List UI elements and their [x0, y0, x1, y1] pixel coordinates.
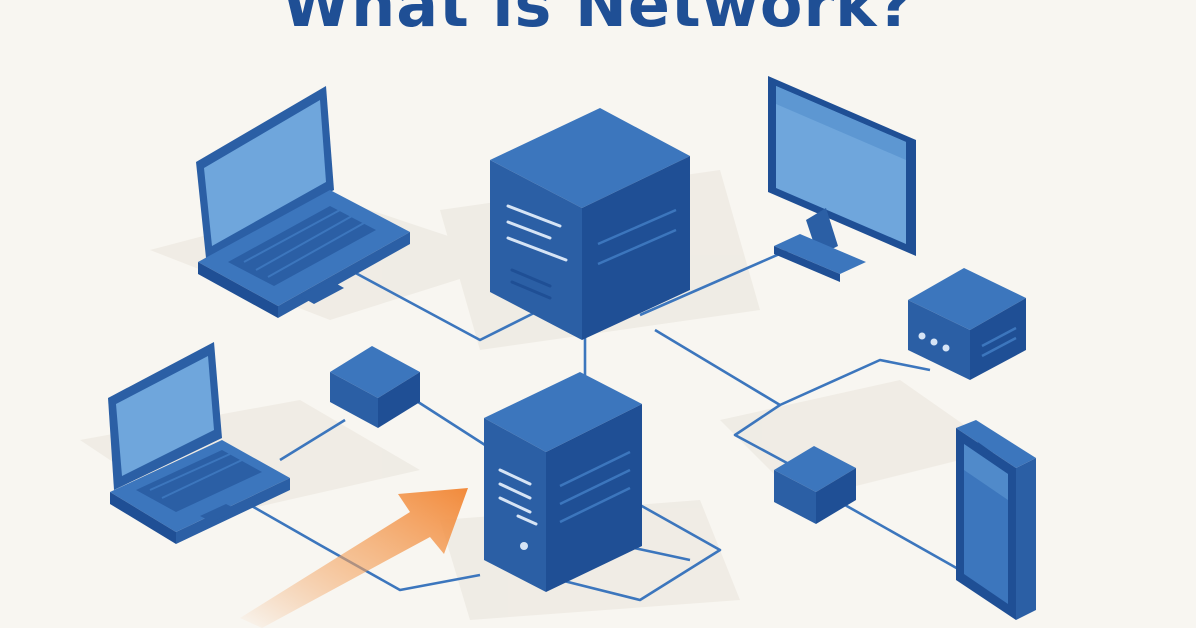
- arrow-icon: [240, 488, 468, 628]
- smartphone-bottom-right-icon: [956, 420, 1036, 620]
- hub-left-icon: [330, 346, 420, 428]
- router-right-icon: [908, 268, 1026, 380]
- page-title: What is Network?: [281, 0, 915, 41]
- connection-lines: [249, 243, 961, 602]
- server-bottom-icon: [484, 372, 642, 592]
- monitor-top-right-icon: [768, 76, 916, 282]
- hub-right-icon: [774, 446, 856, 524]
- server-top-icon: [490, 108, 690, 340]
- laptop-top-left-icon: [196, 86, 410, 318]
- laptop-bottom-left-icon: [108, 342, 290, 544]
